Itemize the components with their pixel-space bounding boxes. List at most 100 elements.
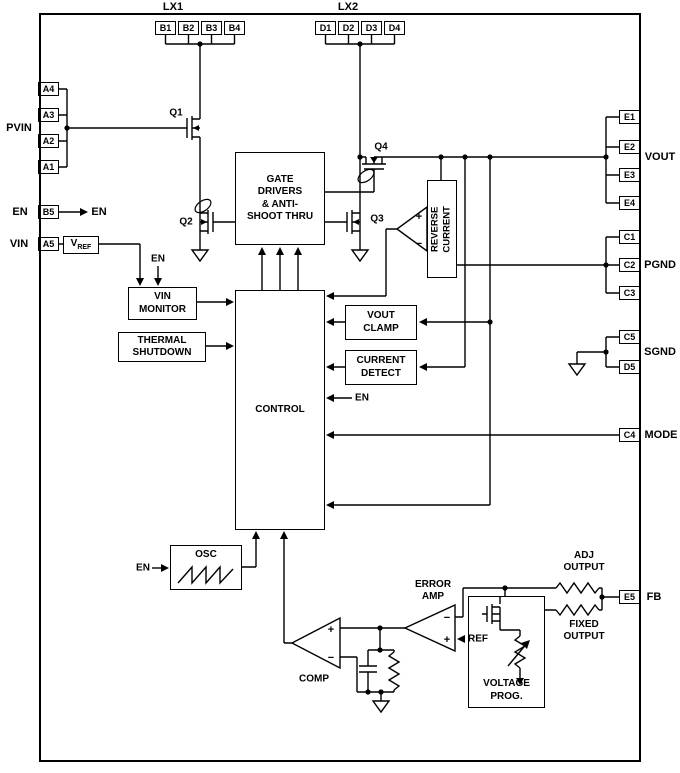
pin-c4: C4 xyxy=(619,428,640,442)
pin-d1: D1 xyxy=(315,21,336,35)
pin-e4: E4 xyxy=(619,196,640,210)
vout-clamp-sense-line xyxy=(334,157,491,506)
reverse-output-line xyxy=(334,228,397,297)
mosfet-q4 xyxy=(325,156,386,193)
vref-label: VREF xyxy=(70,237,92,251)
fixed-output-line2: OUTPUT xyxy=(563,631,605,642)
pot-down-arrow xyxy=(516,678,524,685)
current-detect-line2: DETECT xyxy=(361,367,401,379)
control-label: CONTROL xyxy=(255,403,305,415)
pin-e1: E1 xyxy=(619,110,640,124)
osc-comp-outputs xyxy=(242,539,292,644)
clamp-detect-outputs xyxy=(334,321,345,368)
vref-line xyxy=(59,243,141,278)
amplifier-triangles xyxy=(290,205,456,670)
en-osc-arrow xyxy=(161,564,169,572)
lx2-bus xyxy=(324,35,396,45)
vref-monitor-arrow xyxy=(136,278,144,286)
reverse-control-arrow xyxy=(326,292,334,300)
q2-channel-arrow xyxy=(201,219,207,225)
vout-clamp-block: VOUT CLAMP xyxy=(345,305,417,340)
arrowheads xyxy=(80,125,530,685)
vin-monitor-line1: VIN xyxy=(154,291,171,302)
gate-drivers-block: GATE DRIVERS & ANTI- SHOOT THRU xyxy=(235,152,325,245)
vsense-control-arrow xyxy=(326,501,334,509)
lx1-bus xyxy=(164,35,236,45)
gate-drivers-line3: & ANTI- xyxy=(261,198,299,210)
fixed-resistor xyxy=(555,603,600,617)
error-amp-label: ERROR AMP xyxy=(415,579,451,603)
comp-control-arrow xyxy=(280,531,288,539)
ground-symbol-q2 xyxy=(190,249,210,263)
voltage-prog-interior xyxy=(482,596,521,678)
pin-e2: E2 xyxy=(619,140,640,154)
thermal-control-arrow xyxy=(226,342,234,350)
current-detect-line xyxy=(427,157,466,368)
control-block: CONTROL xyxy=(235,290,325,530)
ground-symbol-comp xyxy=(371,700,391,714)
pin-b4: B4 xyxy=(224,21,245,35)
net-label-en-osc: EN xyxy=(136,562,150,574)
comp-label: COMP xyxy=(299,673,329,685)
osc-control-arrow xyxy=(252,531,260,539)
en-net-arrow xyxy=(80,208,88,216)
gate-drive-arrow-2 xyxy=(276,247,284,255)
adj-output-line1: ADJ xyxy=(573,550,595,561)
mosfet-q3 xyxy=(325,210,361,250)
ref-arrow xyxy=(457,635,465,643)
error-amp-triangle xyxy=(403,603,456,653)
transistor-label-q4: Q4 xyxy=(374,141,388,153)
q4-channel-arrow xyxy=(370,157,378,163)
q3-channel-arrow xyxy=(353,219,359,225)
net-label-lx1: LX1 xyxy=(162,1,184,13)
adj-output-label: ADJ OUTPUT xyxy=(563,550,604,574)
voltage-prog-block: VOLTAGE PROG. xyxy=(468,596,545,708)
pin-a4: A4 xyxy=(38,82,59,96)
reverse-current-block: REVERSE CURRENT xyxy=(427,180,457,278)
vref-block: VREF xyxy=(63,236,99,254)
pot-resistor xyxy=(513,635,527,669)
current-detect-arrow xyxy=(419,363,427,371)
net-label-pgnd: PGND xyxy=(644,259,676,271)
osc-block: OSC xyxy=(170,545,242,590)
voltage-prog-line1: VOLTAGE xyxy=(483,678,530,689)
comp-resistor xyxy=(387,651,401,691)
monitor-thermal-outputs xyxy=(197,301,226,347)
pin-b5: B5 xyxy=(38,205,59,219)
net-label-lx2: LX2 xyxy=(337,1,359,13)
reverse-current-label: REVERSE CURRENT xyxy=(430,182,455,276)
monitor-control-arrow xyxy=(226,298,234,306)
thermal-line1: THERMAL xyxy=(137,334,187,346)
vout-clamp-line1: VOUT xyxy=(367,310,395,321)
current-sense-ellipse-q4 xyxy=(357,168,375,184)
reverse-current-line1: REVERSE xyxy=(429,206,441,252)
pin-a5: A5 xyxy=(38,237,59,251)
clamp-control-arrow xyxy=(326,318,334,326)
net-label-en-control: EN xyxy=(355,392,369,404)
thermal-shutdown-block: THERMAL SHUTDOWN xyxy=(118,332,206,362)
pgnd-rail xyxy=(457,236,619,294)
vout-clamp-line2: CLAMP xyxy=(363,322,399,334)
reverse-current-line2: CURRENT xyxy=(442,205,453,253)
vin-monitor-line2: MONITOR xyxy=(138,303,187,315)
error-amp-line2: AMP xyxy=(421,591,445,602)
comp-plus-sign: + xyxy=(328,624,334,636)
sawtooth-waveform xyxy=(177,565,234,585)
transistor-label-q1: Q1 xyxy=(169,107,183,119)
comp-minus-sign: − xyxy=(328,652,334,664)
error-amp-plus-sign: + xyxy=(444,634,450,646)
net-label-ref: REF xyxy=(468,633,488,645)
pin-c2: C2 xyxy=(619,258,640,272)
net-label-sgnd: SGND xyxy=(644,346,676,358)
osc-label: OSC xyxy=(195,549,217,560)
en-monitor-arrow xyxy=(154,278,162,286)
vout-rail xyxy=(382,116,619,204)
transistor-label-q3: Q3 xyxy=(370,213,384,225)
vout-clamp-arrow xyxy=(419,318,427,326)
pin-d2: D2 xyxy=(338,21,359,35)
pin-e3: E3 xyxy=(619,168,640,182)
fixed-output-label: FIXED OUTPUT xyxy=(563,619,604,643)
ic-boundary xyxy=(39,13,641,762)
